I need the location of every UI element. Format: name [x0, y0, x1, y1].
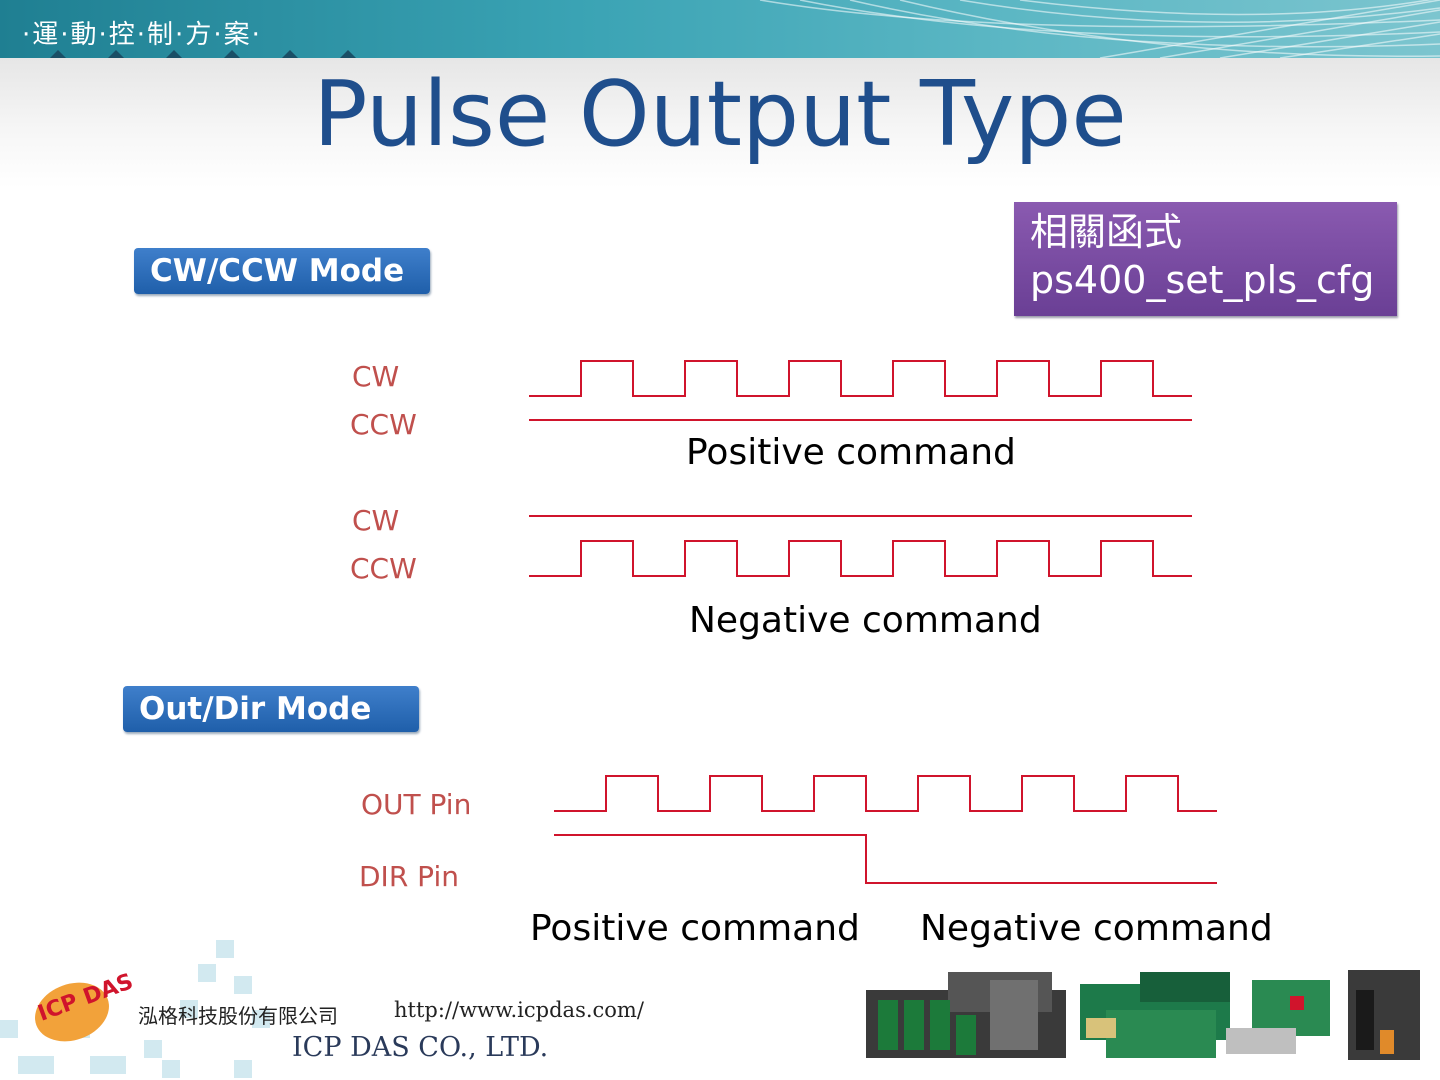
positive-command-caption: Positive command [686, 432, 1016, 473]
page-title: Pulse Output Type [313, 62, 1127, 167]
dir-pin-label: DIR Pin [359, 860, 459, 893]
out-pin-label: OUT Pin [361, 788, 472, 821]
title-band [0, 58, 1440, 188]
related-function-box: 相關函式 ps400_set_pls_cfg [1014, 202, 1397, 316]
company-name-zh: 泓格科技股份有限公司 [138, 1004, 338, 1028]
ccw-label-negative: CCW [350, 552, 417, 585]
ccw-pulse-train-negative [529, 540, 1192, 577]
outdir-positive-caption: Positive command [530, 908, 860, 949]
negative-command-caption: Negative command [689, 600, 1042, 641]
top-banner: ·運·動·控·制·方·案· [0, 0, 1440, 58]
pci-card-image [1226, 980, 1330, 1054]
module-image [1348, 970, 1420, 1060]
related-function-heading: 相關函式 [1030, 210, 1183, 254]
ccw-label-positive: CCW [350, 408, 417, 441]
out-pin-pulse-train [554, 775, 1217, 812]
related-function-name: ps400_set_pls_cfg [1030, 258, 1375, 302]
dir-pin-signal [554, 834, 1217, 884]
cw-pulse-train-positive [529, 360, 1192, 397]
banner-decoration [50, 0, 1440, 58]
company-url[interactable]: http://www.icpdas.com/ [394, 998, 644, 1022]
company-name-en: ICP DAS CO., LTD. [292, 1032, 549, 1063]
banner-tagline: ·運·動·控·制·方·案· [22, 20, 262, 50]
cw-label-positive: CW [352, 360, 400, 393]
outdir-negative-caption: Negative command [920, 908, 1273, 949]
motion-card-image [1080, 972, 1230, 1058]
cwccw-mode-label: CW/CCW Mode [134, 248, 430, 294]
cw-label-negative: CW [352, 504, 400, 537]
outdir-mode-label: Out/Dir Mode [123, 686, 419, 732]
controller-rack-image [866, 972, 1066, 1058]
